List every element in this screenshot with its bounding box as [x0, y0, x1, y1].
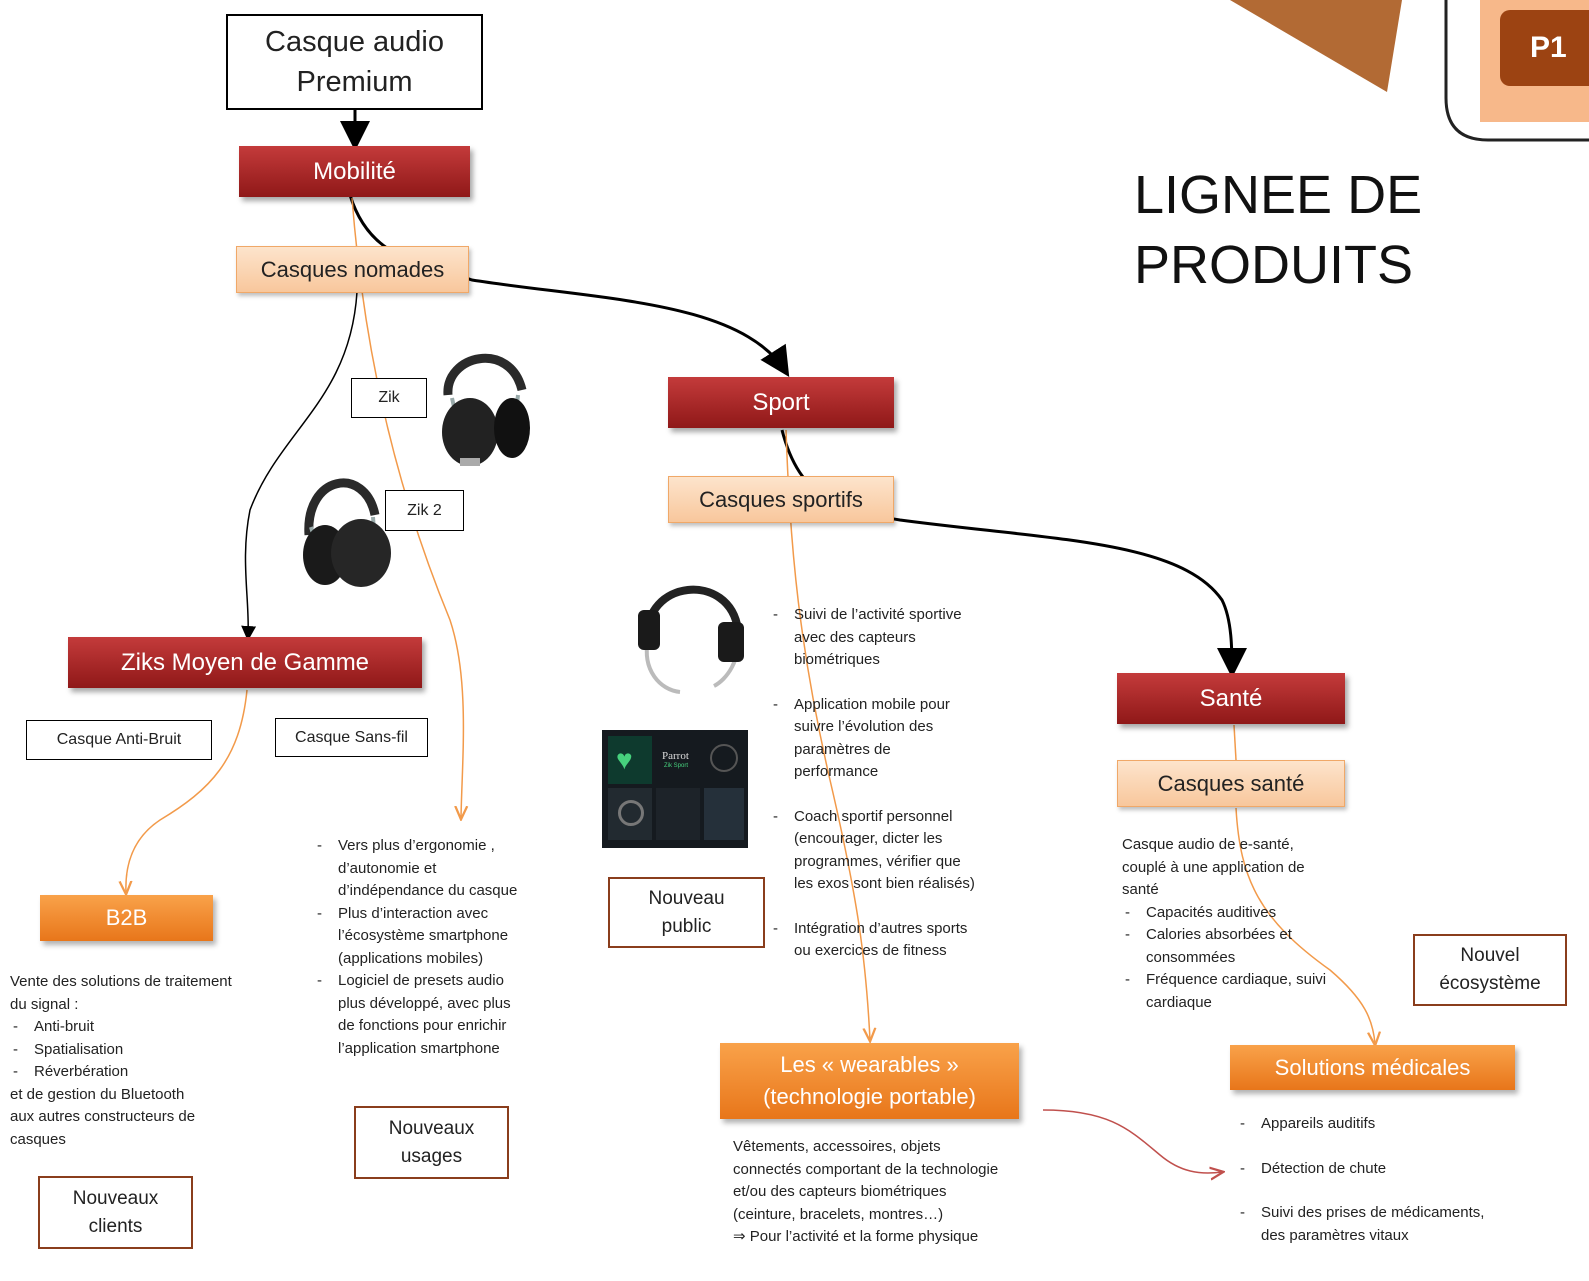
box-nouveau-public: Nouveau public	[608, 877, 765, 948]
sport-headphone-image	[638, 585, 744, 694]
nomades-to-ziks-curve	[241, 291, 358, 641]
node-casques-sante: Casques santé	[1117, 760, 1345, 807]
node-wearables: Les « wearables » (technologie portable)	[720, 1043, 1019, 1119]
node-casques-nomades: Casques nomades	[236, 246, 469, 293]
b2b-description: Vente des solutions de traitement du sig…	[10, 971, 290, 1151]
heart-icon: ♥	[616, 744, 633, 775]
mobilite-to-sport-curve	[348, 194, 790, 378]
root-node: Casque audio Premium	[226, 14, 483, 110]
wearables-to-medicales-curve	[1042, 1109, 1222, 1173]
node-solutions-medicales: Solutions médicales	[1230, 1045, 1515, 1090]
node-sport: Sport	[668, 377, 894, 428]
sante-description: Casque audio de e-santé, couplé à une ap…	[1122, 834, 1382, 1014]
zik-sport-app-screenshot: ♥ Parrot Zik Sport	[602, 730, 748, 848]
page-badge: P1	[1500, 10, 1589, 86]
zik-headphone-image	[442, 353, 530, 466]
box-nouveaux-clients: Nouveaux clients	[38, 1176, 193, 1249]
label-casque-anti-bruit: Casque Anti-Bruit	[26, 720, 212, 760]
node-sante: Santé	[1117, 673, 1345, 724]
sante-orange-line	[1233, 724, 1237, 761]
wearables-description: Vêtements, accessoires, objets connectés…	[733, 1138, 999, 1245]
box-nouveaux-usages: Nouveaux usages	[354, 1106, 509, 1179]
label-casque-sans-fil: Casque Sans-fil	[275, 718, 428, 757]
node-casques-sportifs: Casques sportifs	[668, 476, 894, 523]
app-subtitle: Zik Sport	[664, 763, 689, 769]
label-zik2: Zik 2	[385, 490, 464, 531]
zik2-headphone-image	[303, 478, 391, 587]
ziks-to-b2b-curve	[126, 689, 248, 893]
node-mobilite: Mobilité	[239, 146, 470, 197]
label-zik: Zik	[351, 378, 427, 418]
app-brand: Parrot	[662, 750, 689, 762]
page-title: LIGNEE DE PRODUITS	[1134, 165, 1423, 295]
medicales-list: Appareils auditifs Détection de chute Su…	[1237, 1113, 1557, 1247]
node-ziks-moyen-de-gamme: Ziks Moyen de Gamme	[68, 637, 422, 688]
usages-list: Vers plus d’ergonomie ,d’autonomie etd’i…	[314, 835, 574, 1060]
box-nouvel-ecosysteme: Nouvel écosystème	[1413, 934, 1567, 1006]
node-b2b: B2B	[40, 895, 213, 941]
